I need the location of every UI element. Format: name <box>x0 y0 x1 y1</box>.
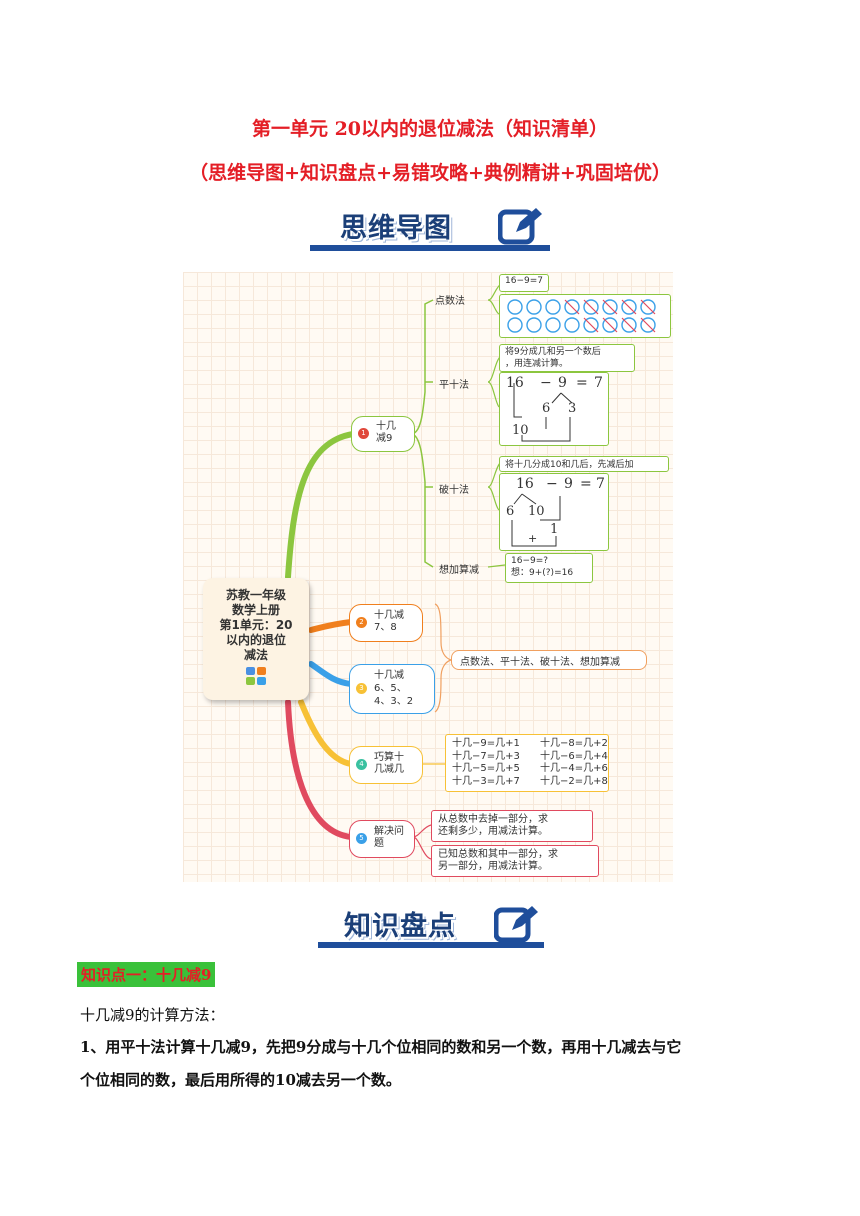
think-add-box: 16−9=? 想：9+(?)=16 <box>505 553 593 583</box>
dot-equation-box: 16−9=7 <box>499 274 549 292</box>
branch-number-1: 1 <box>358 428 369 439</box>
knowledge-banner-text: 知识盘点 <box>344 911 456 942</box>
calculator-icon <box>246 667 266 685</box>
mindmap-banner-underline <box>310 245 550 251</box>
document-title: 第一单元 20以内的退位减法（知识清单） <box>251 118 609 140</box>
pingshi-split-lines <box>513 383 573 442</box>
dot-circles-box <box>499 294 671 338</box>
shared-methods-box: 点数法、平十法、破十法、想加算减 <box>451 650 647 670</box>
mind-map-connectors <box>285 283 506 860</box>
method-pingshi: 平十法 <box>439 380 469 391</box>
pingshi-diagram-box: 16 − 9 = 7 6 3 10 <box>499 372 609 446</box>
pingshi-note-box: 将9分成几和另一个数后 ，用连减计算。 <box>499 344 635 372</box>
mindmap-banner-text: 思维导图 <box>340 213 452 244</box>
branch-node-1: 1 十几 减9 <box>351 416 415 452</box>
center-node: 苏教一年级 数学上册 第1单元：20 以内的退位 减法 <box>203 578 309 700</box>
knowledge-banner: 知识盘点 <box>308 898 558 953</box>
edit-icon <box>494 906 538 943</box>
edit-icon <box>498 208 542 245</box>
method-think-add: 想加算减 <box>439 565 479 576</box>
problem-case-1: 从总数中去掉一部分，求 还剩多少，用减法计算。 <box>431 810 593 842</box>
poshi-split-lines <box>511 493 561 547</box>
knowledge-point-label: 知识点一：十几减9 <box>77 962 216 987</box>
branch-node-5: 5 解决问 题 <box>349 820 415 858</box>
poshi-note-box: 将十几分成10和几后，先减后加 <box>499 456 669 472</box>
branch-node-3: 3 十几减 6、5、 4、3、2 <box>349 664 435 714</box>
method-dot-count: 点数法 <box>435 296 465 307</box>
method-item-1-line1: 1、用平十法计算十几减9，先把9分成与十几个位相同的数和另一个数，再用十几减去与… <box>80 1038 682 1056</box>
poshi-diagram-box: 16 − 9 = 7 6 10 1 + <box>499 473 609 551</box>
mindmap-banner: 思维导图 <box>300 200 560 255</box>
branch-number-3: 3 <box>356 683 367 694</box>
counting-circles <box>507 299 656 333</box>
quick-rules-box: 十几−9=几+1 十几−7=几+3 十几−5=几+5 十几−3=几+7 十几−8… <box>445 734 609 792</box>
branch-node-4: 4 巧算十 几减几 <box>349 746 423 784</box>
method-intro: 十几减9的计算方法： <box>80 1006 225 1024</box>
knowledge-banner-underline <box>318 942 544 948</box>
method-poshi: 破十法 <box>439 485 469 496</box>
branch-number-4: 4 <box>356 759 367 770</box>
branch-number-2: 2 <box>356 617 367 628</box>
problem-case-2: 已知总数和其中一部分，求 另一部分，用减法计算。 <box>431 845 599 877</box>
branch-number-5: 5 <box>356 833 367 844</box>
mind-map: 苏教一年级 数学上册 第1单元：20 以内的退位 减法 1 十几 减9 点数法 … <box>183 272 673 882</box>
branch-node-2: 2 十几减 7、8 <box>349 604 423 642</box>
document-subtitle: （思维导图+知识盘点+易错攻略+典例精讲+巩固培优） <box>189 162 671 184</box>
method-item-1-line2: 个位相同的数，最后用所得的10减去另一个数。 <box>80 1071 401 1089</box>
